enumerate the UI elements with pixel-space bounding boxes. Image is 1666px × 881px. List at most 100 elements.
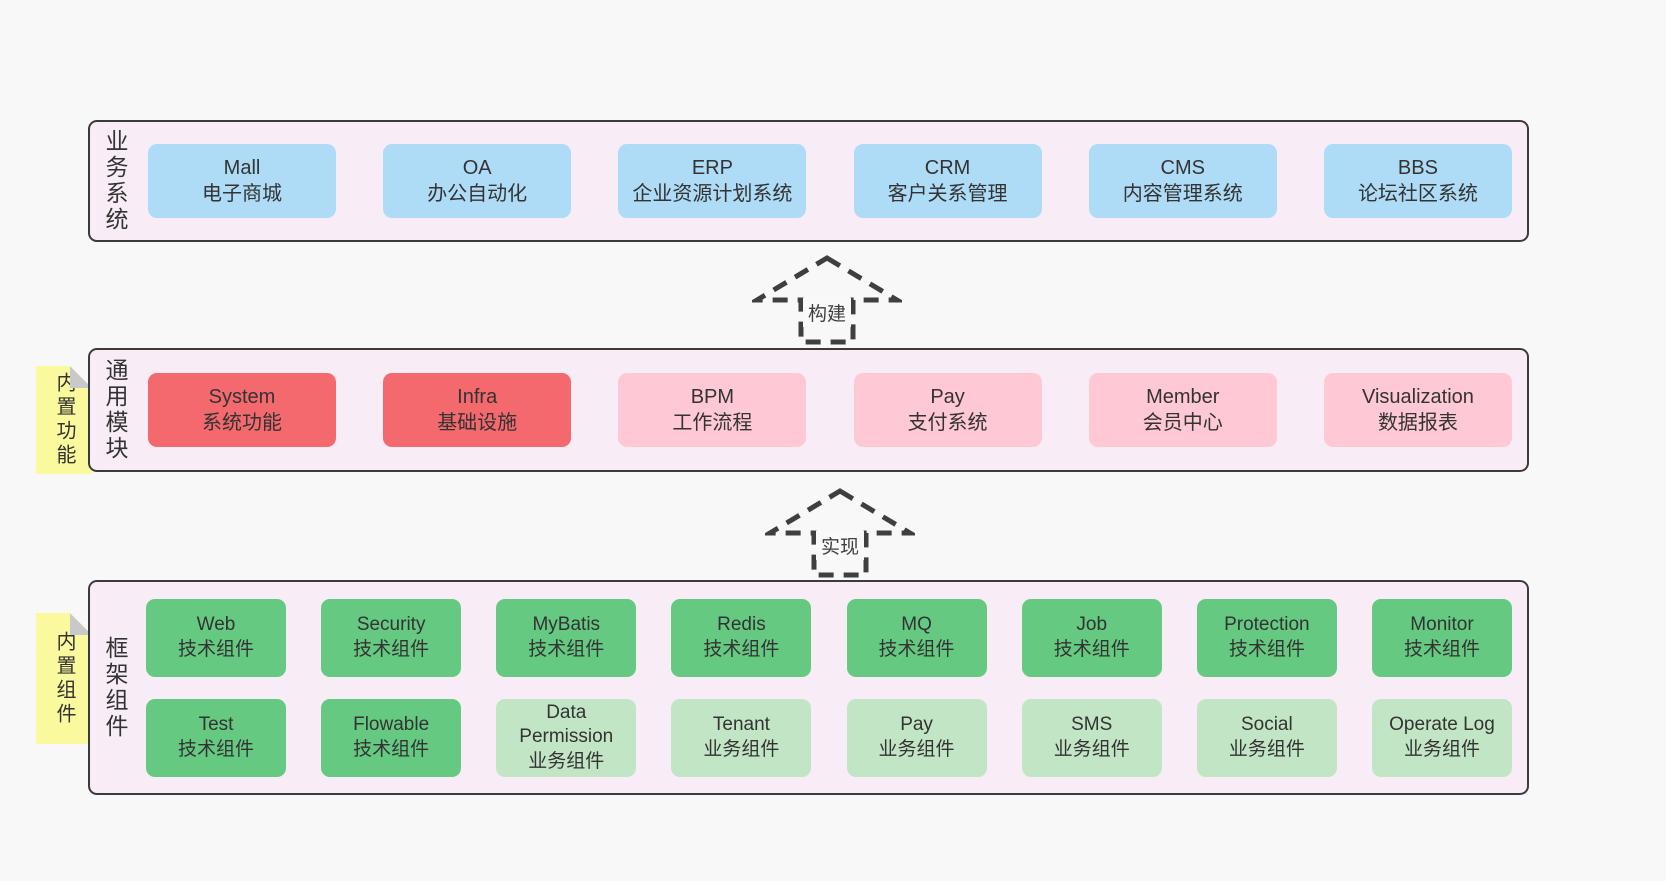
box-job: Job 技术组件 (1021, 598, 1162, 677)
common-modules-title: 通用模块 (102, 358, 128, 462)
build-arrow-label: 构建 (802, 298, 852, 327)
box-redis-name: Redis (717, 614, 766, 636)
built-in-features-note: 内置功能 (36, 366, 92, 474)
build-arrow: 构建 (752, 254, 902, 346)
box-infra-name: Infra (457, 385, 498, 408)
box-visualization-name: Visualization (1361, 385, 1474, 408)
box-cms-name: CMS (1160, 156, 1205, 179)
box-erp-name: ERP (691, 156, 733, 179)
box-monitor-desc: 技术组件 (1403, 638, 1480, 660)
box-protection-desc: 技术组件 (1228, 638, 1305, 660)
box-redis-desc: 技术组件 (703, 638, 780, 660)
box-sms: SMS 业务组件 (1021, 698, 1162, 777)
box-security-desc: 技术组件 (353, 638, 430, 660)
business-systems-panel: 业务系统 Mall 电子商城 OA 办公自动化 ERP 企业资源计划系统 CRM… (88, 120, 1529, 242)
box-social-desc: 业务组件 (1228, 738, 1305, 760)
box-mybatis-name: MyBatis (532, 614, 601, 636)
box-mall: Mall 电子商城 (148, 144, 336, 218)
box-mall-name: Mall (223, 156, 261, 179)
box-operate-log-name: Operate Log (1389, 714, 1495, 736)
box-sms-desc: 业务组件 (1053, 738, 1130, 760)
box-tenant-desc: 业务组件 (703, 738, 780, 760)
box-mybatis: MyBatis 技术组件 (496, 598, 637, 677)
box-oa-desc: 办公自动化 (427, 183, 528, 205)
framework-components-title: 框架组件 (102, 635, 128, 740)
box-data-permission-name: Data Permission (519, 702, 614, 748)
box-flowable: Flowable 技术组件 (321, 698, 462, 777)
box-infra-desc: 基础设施 (437, 412, 518, 434)
box-system: System 系统功能 (148, 373, 336, 447)
box-oa: OA 办公自动化 (383, 144, 572, 218)
box-erp-desc: 企业资源计划系统 (632, 183, 793, 205)
built-in-features-note-text: 内置功能 (53, 372, 75, 468)
box-pay-module-desc: 支付系统 (907, 412, 988, 434)
box-infra: Infra 基础设施 (383, 373, 572, 447)
box-bbs-name: BBS (1397, 156, 1438, 179)
box-pay-module-name: Pay (930, 385, 965, 408)
framework-components-rows: Web 技术组件 Security 技术组件 MyBatis 技术组件 Redi… (146, 598, 1527, 777)
box-test-name: Test (198, 714, 234, 736)
box-cms-desc: 内容管理系统 (1122, 183, 1243, 205)
business-systems-row: Mall 电子商城 OA 办公自动化 ERP 企业资源计划系统 CRM 客户关系… (148, 144, 1527, 218)
box-mq-desc: 技术组件 (878, 638, 955, 660)
box-pay-component-desc: 业务组件 (878, 738, 955, 760)
framework-row-2: Test 技术组件 Flowable 技术组件 Data Permission … (146, 698, 1512, 777)
common-modules-panel: 通用模块 System 系统功能 Infra 基础设施 BPM 工作流程 Pay… (88, 348, 1529, 472)
built-in-components-note-text: 内置组件 (53, 630, 75, 727)
box-tenant: Tenant 业务组件 (671, 698, 812, 777)
box-pay-component-name: Pay (900, 714, 933, 736)
built-in-components-note: 内置组件 (36, 613, 92, 744)
box-monitor: Monitor 技术组件 (1371, 598, 1512, 677)
box-social-name: Social (1240, 714, 1293, 736)
box-bpm: BPM 工作流程 (618, 373, 807, 447)
box-operate-log: Operate Log 业务组件 (1371, 698, 1512, 777)
box-system-desc: 系统功能 (202, 412, 282, 434)
box-bpm-desc: 工作流程 (672, 412, 753, 434)
implement-arrow: 实现 (765, 487, 915, 579)
up-arrow-icon (765, 488, 915, 578)
box-flowable-desc: 技术组件 (353, 738, 430, 760)
box-bpm-name: BPM (690, 385, 735, 408)
box-tenant-name: Tenant (712, 714, 770, 736)
box-operate-log-desc: 业务组件 (1403, 738, 1480, 760)
box-security-name: Security (356, 614, 426, 636)
box-mq-name: MQ (901, 614, 932, 636)
common-modules-row: System 系统功能 Infra 基础设施 BPM 工作流程 Pay 支付系统… (148, 373, 1527, 447)
box-web-name: Web (196, 614, 236, 636)
box-monitor-name: Monitor (1410, 614, 1474, 636)
box-data-permission-desc: 业务组件 (528, 750, 605, 772)
box-crm-name: CRM (924, 156, 971, 179)
box-visualization-desc: 数据报表 (1377, 412, 1458, 434)
framework-components-panel: 框架组件 Web 技术组件 Security 技术组件 MyBatis 技术组件… (88, 580, 1529, 795)
box-member-name: Member (1146, 385, 1220, 408)
box-visualization: Visualization 数据报表 (1323, 373, 1512, 447)
up-arrow-icon (752, 255, 902, 345)
box-job-name: Job (1076, 614, 1108, 636)
box-web-desc: 技术组件 (177, 638, 254, 660)
box-protection: Protection 技术组件 (1196, 598, 1337, 677)
business-systems-title: 业务系统 (102, 129, 128, 233)
box-bbs: BBS 论坛社区系统 (1323, 144, 1512, 218)
box-job-desc: 技术组件 (1053, 638, 1130, 660)
box-social: Social 业务组件 (1196, 698, 1337, 777)
box-sms-name: SMS (1071, 714, 1113, 736)
box-member-desc: 会员中心 (1142, 412, 1223, 434)
box-protection-name: Protection (1224, 614, 1310, 636)
box-oa-name: OA (462, 156, 492, 179)
box-web: Web 技术组件 (146, 598, 286, 677)
box-bbs-desc: 论坛社区系统 (1357, 183, 1478, 205)
box-mall-desc: 电子商城 (202, 183, 282, 205)
box-test: Test 技术组件 (146, 698, 286, 777)
box-mq: MQ 技术组件 (846, 598, 987, 677)
box-flowable-name: Flowable (353, 714, 430, 736)
box-test-desc: 技术组件 (177, 738, 254, 760)
box-erp: ERP 企业资源计划系统 (618, 144, 807, 218)
box-pay-component: Pay 业务组件 (846, 698, 987, 777)
box-redis: Redis 技术组件 (671, 598, 812, 677)
box-member: Member 会员中心 (1088, 373, 1277, 447)
box-crm: CRM 客户关系管理 (853, 144, 1042, 218)
box-pay-module: Pay 支付系统 (853, 373, 1042, 447)
box-cms: CMS 内容管理系统 (1088, 144, 1277, 218)
box-security: Security 技术组件 (321, 598, 462, 677)
implement-arrow-label: 实现 (815, 531, 865, 560)
